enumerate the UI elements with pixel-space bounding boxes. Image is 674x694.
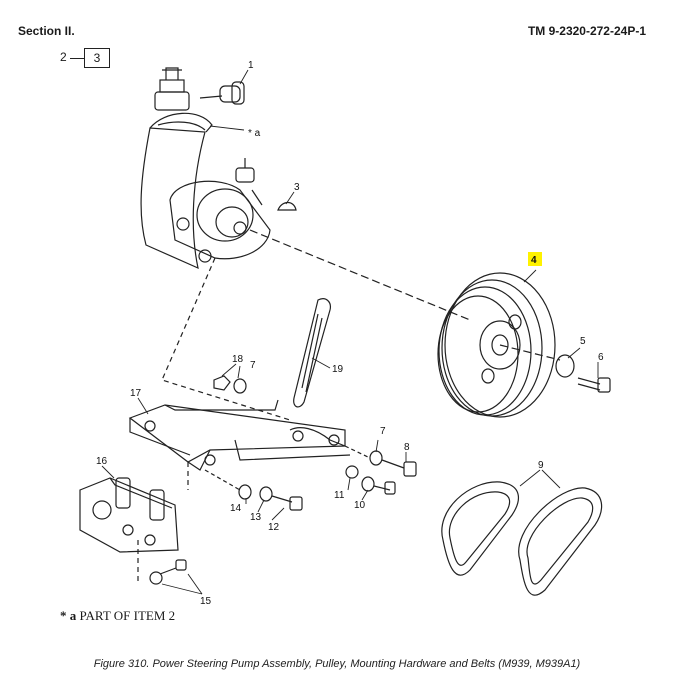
callout-7a: 7: [250, 360, 256, 371]
group-figure-number: 2: [60, 50, 67, 64]
mounting-plate: [79, 477, 179, 553]
callout-17: 17: [130, 388, 142, 399]
callout-numbers: 1 * a 3 4 5 6 7 7 8 9 10 11 12 13 14 15 …: [96, 60, 604, 607]
callout-13: 13: [250, 512, 262, 523]
callout-3: 3: [294, 182, 300, 193]
mounting-bracket: [128, 399, 351, 471]
callout-4: 4: [531, 255, 537, 266]
callout-16: 16: [96, 456, 108, 467]
callout-5: 5: [580, 336, 586, 347]
callout-star-a: * a: [248, 128, 261, 139]
pulley-bolt: [577, 377, 611, 393]
callout-19: 19: [332, 364, 344, 375]
pressure-fitting: [199, 81, 245, 105]
callout-14: 14: [230, 503, 242, 514]
callout-8: 8: [404, 442, 410, 453]
callout-15: 15: [200, 596, 212, 607]
adjusting-arm: [293, 298, 331, 408]
shaft-centerline: [249, 229, 471, 321]
pump-reservoir: [140, 67, 213, 270]
callout-11: 11: [334, 490, 345, 501]
note-mark: * a: [60, 608, 77, 623]
nut-washer-pair: [213, 375, 247, 394]
lower-hardware: [204, 469, 303, 511]
group-dash: [70, 58, 84, 60]
drive-belts: [441, 481, 603, 596]
callout-18: 18: [232, 354, 244, 365]
leader-lines: [101, 69, 599, 595]
callout-9: 9: [538, 460, 544, 471]
woodruff-key: [277, 201, 297, 211]
pulley: [437, 272, 556, 418]
pump-body: [169, 158, 271, 263]
section-label: Section II.: [18, 24, 75, 38]
note-text: PART OF ITEM 2: [79, 608, 176, 623]
callout-6: 6: [598, 352, 604, 363]
part-of-note: * a PART OF ITEM 2: [60, 608, 175, 624]
callout-1: 1: [248, 60, 254, 71]
plate-bolts: [149, 559, 187, 585]
figure-caption: Figure 310. Power Steering Pump Assembly…: [93, 658, 581, 670]
callout-12: 12: [268, 522, 280, 533]
callout-10: 10: [354, 500, 366, 511]
callout-7b: 7: [380, 426, 386, 437]
washer: [555, 354, 575, 378]
group-boxed-number: 3: [84, 48, 110, 68]
highlight-item-4: [528, 252, 542, 266]
right-hardware: [344, 445, 417, 495]
manual-number: TM 9-2320-272-24P-1: [527, 24, 646, 38]
